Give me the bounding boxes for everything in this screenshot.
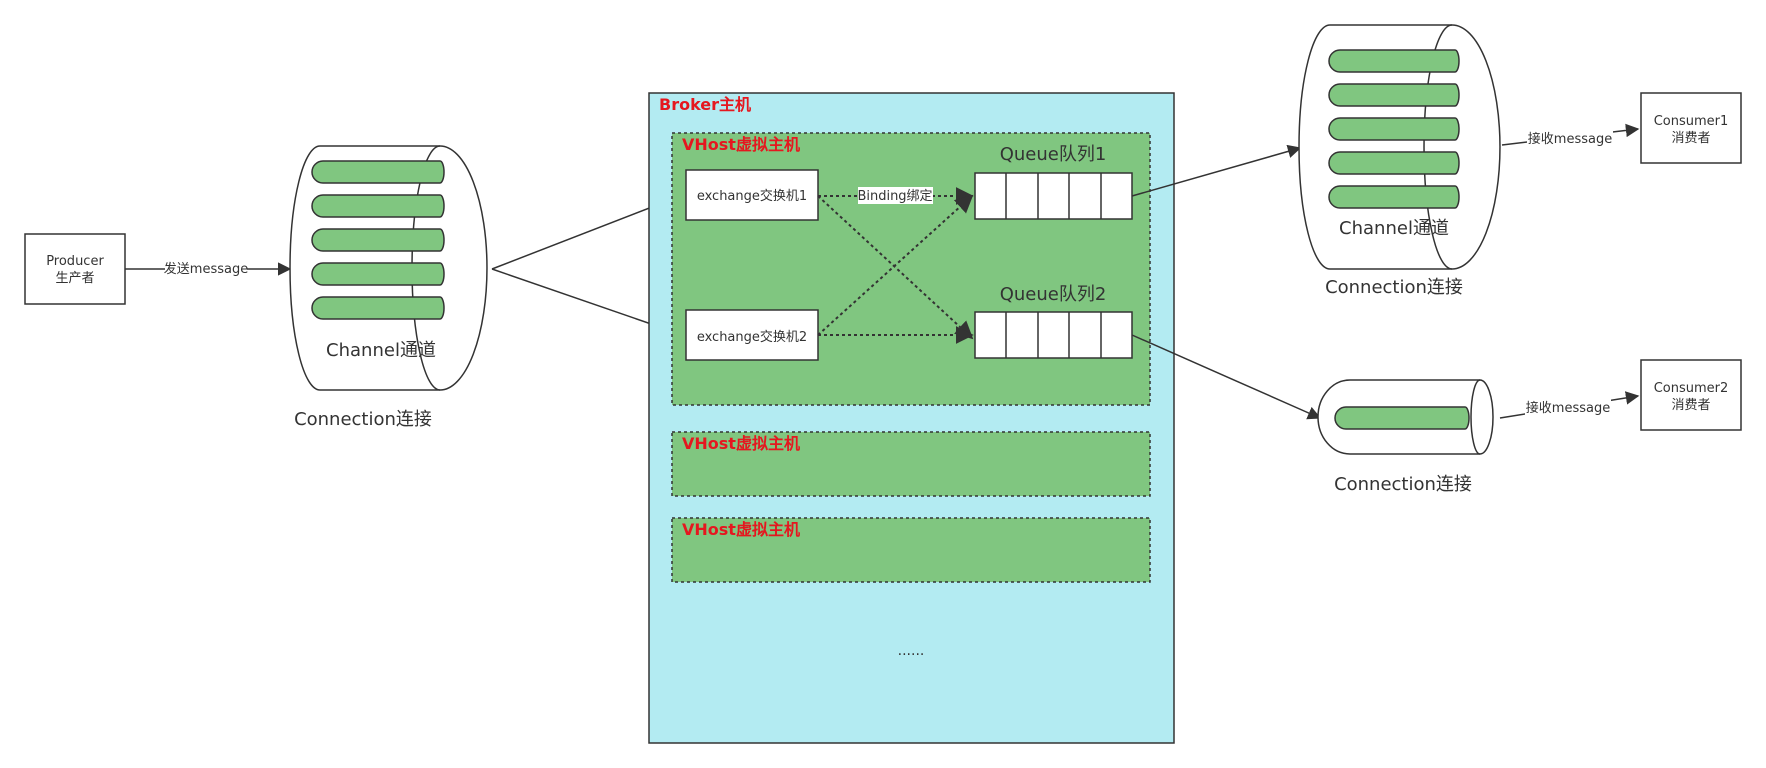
broker-title: Broker主机 (659, 95, 751, 114)
producer-box: Producer 生产者 (24, 233, 126, 305)
consumer1-edge-label-bg (1527, 130, 1613, 147)
producer-subtitle: 生产者 (55, 271, 94, 286)
consumer2-edge-label: 接收message (1526, 400, 1610, 416)
vhost-2: VHost虚拟主机 (671, 431, 1151, 497)
consumer2-edge-label-bg (1525, 399, 1611, 416)
consumer2-box: Consumer2 消费者 (1640, 359, 1742, 431)
vhost-3: VHost虚拟主机 (671, 517, 1151, 583)
left-channel-pipes (311, 160, 445, 320)
binding-label-bg (858, 187, 933, 204)
consumer2-subtitle: 消费者 (1671, 398, 1710, 413)
queue-2-label: Queue队列2 (1000, 284, 1107, 305)
vhost-1-title: VHost虚拟主机 (682, 135, 800, 154)
exchange-1: exchange交换机1 (685, 169, 819, 221)
binding-label: Binding绑定 (857, 189, 932, 204)
exchange-2: exchange交换机2 (685, 309, 819, 361)
broker-ellipsis: ...... (898, 643, 925, 659)
right-bottom-connection-label: Connection连接 (1334, 474, 1472, 495)
producer-name: Producer (46, 254, 104, 269)
right-top-connection-label: Connection连接 (1325, 277, 1463, 298)
queue-1: Queue队列1 (974, 144, 1133, 220)
right-top-connection-cylinder: Channel通道 (1298, 24, 1501, 270)
vhost-2-title: VHost虚拟主机 (682, 434, 800, 453)
queue-1-label: Queue队列1 (1000, 144, 1107, 165)
queue-2: Queue队列2 (974, 284, 1133, 359)
consumer1-box: Consumer1 消费者 (1640, 92, 1742, 164)
exchange-2-label: exchange交换机2 (697, 329, 807, 345)
right-bottom-channel-pipe (1334, 406, 1470, 430)
producer-to-connection-edge: 发送message (125, 260, 292, 277)
right-bottom-connection-cylinder (1317, 379, 1494, 455)
left-connection-cylinder: Channel通道 (289, 145, 488, 391)
vhost-3-title: VHost虚拟主机 (682, 520, 800, 539)
producer-edge-label: 发送message (164, 261, 248, 277)
queue1-to-connection-edge (1131, 144, 1302, 197)
consumer1-edge-label: 接收message (1528, 131, 1612, 147)
consumer1-subtitle: 消费者 (1671, 131, 1710, 146)
exchange-1-label: exchange交换机1 (697, 188, 807, 204)
right-top-channel-pipes (1328, 49, 1460, 209)
left-channel-label: Channel通道 (326, 340, 436, 361)
queue2-to-connection-edge (1131, 334, 1322, 420)
consumer1-name: Consumer1 (1654, 114, 1729, 129)
consumer2-name: Consumer2 (1654, 381, 1729, 396)
right-top-channel-label: Channel通道 (1339, 218, 1449, 239)
binding-edges (817, 187, 974, 344)
left-connection-label: Connection连接 (294, 409, 432, 430)
